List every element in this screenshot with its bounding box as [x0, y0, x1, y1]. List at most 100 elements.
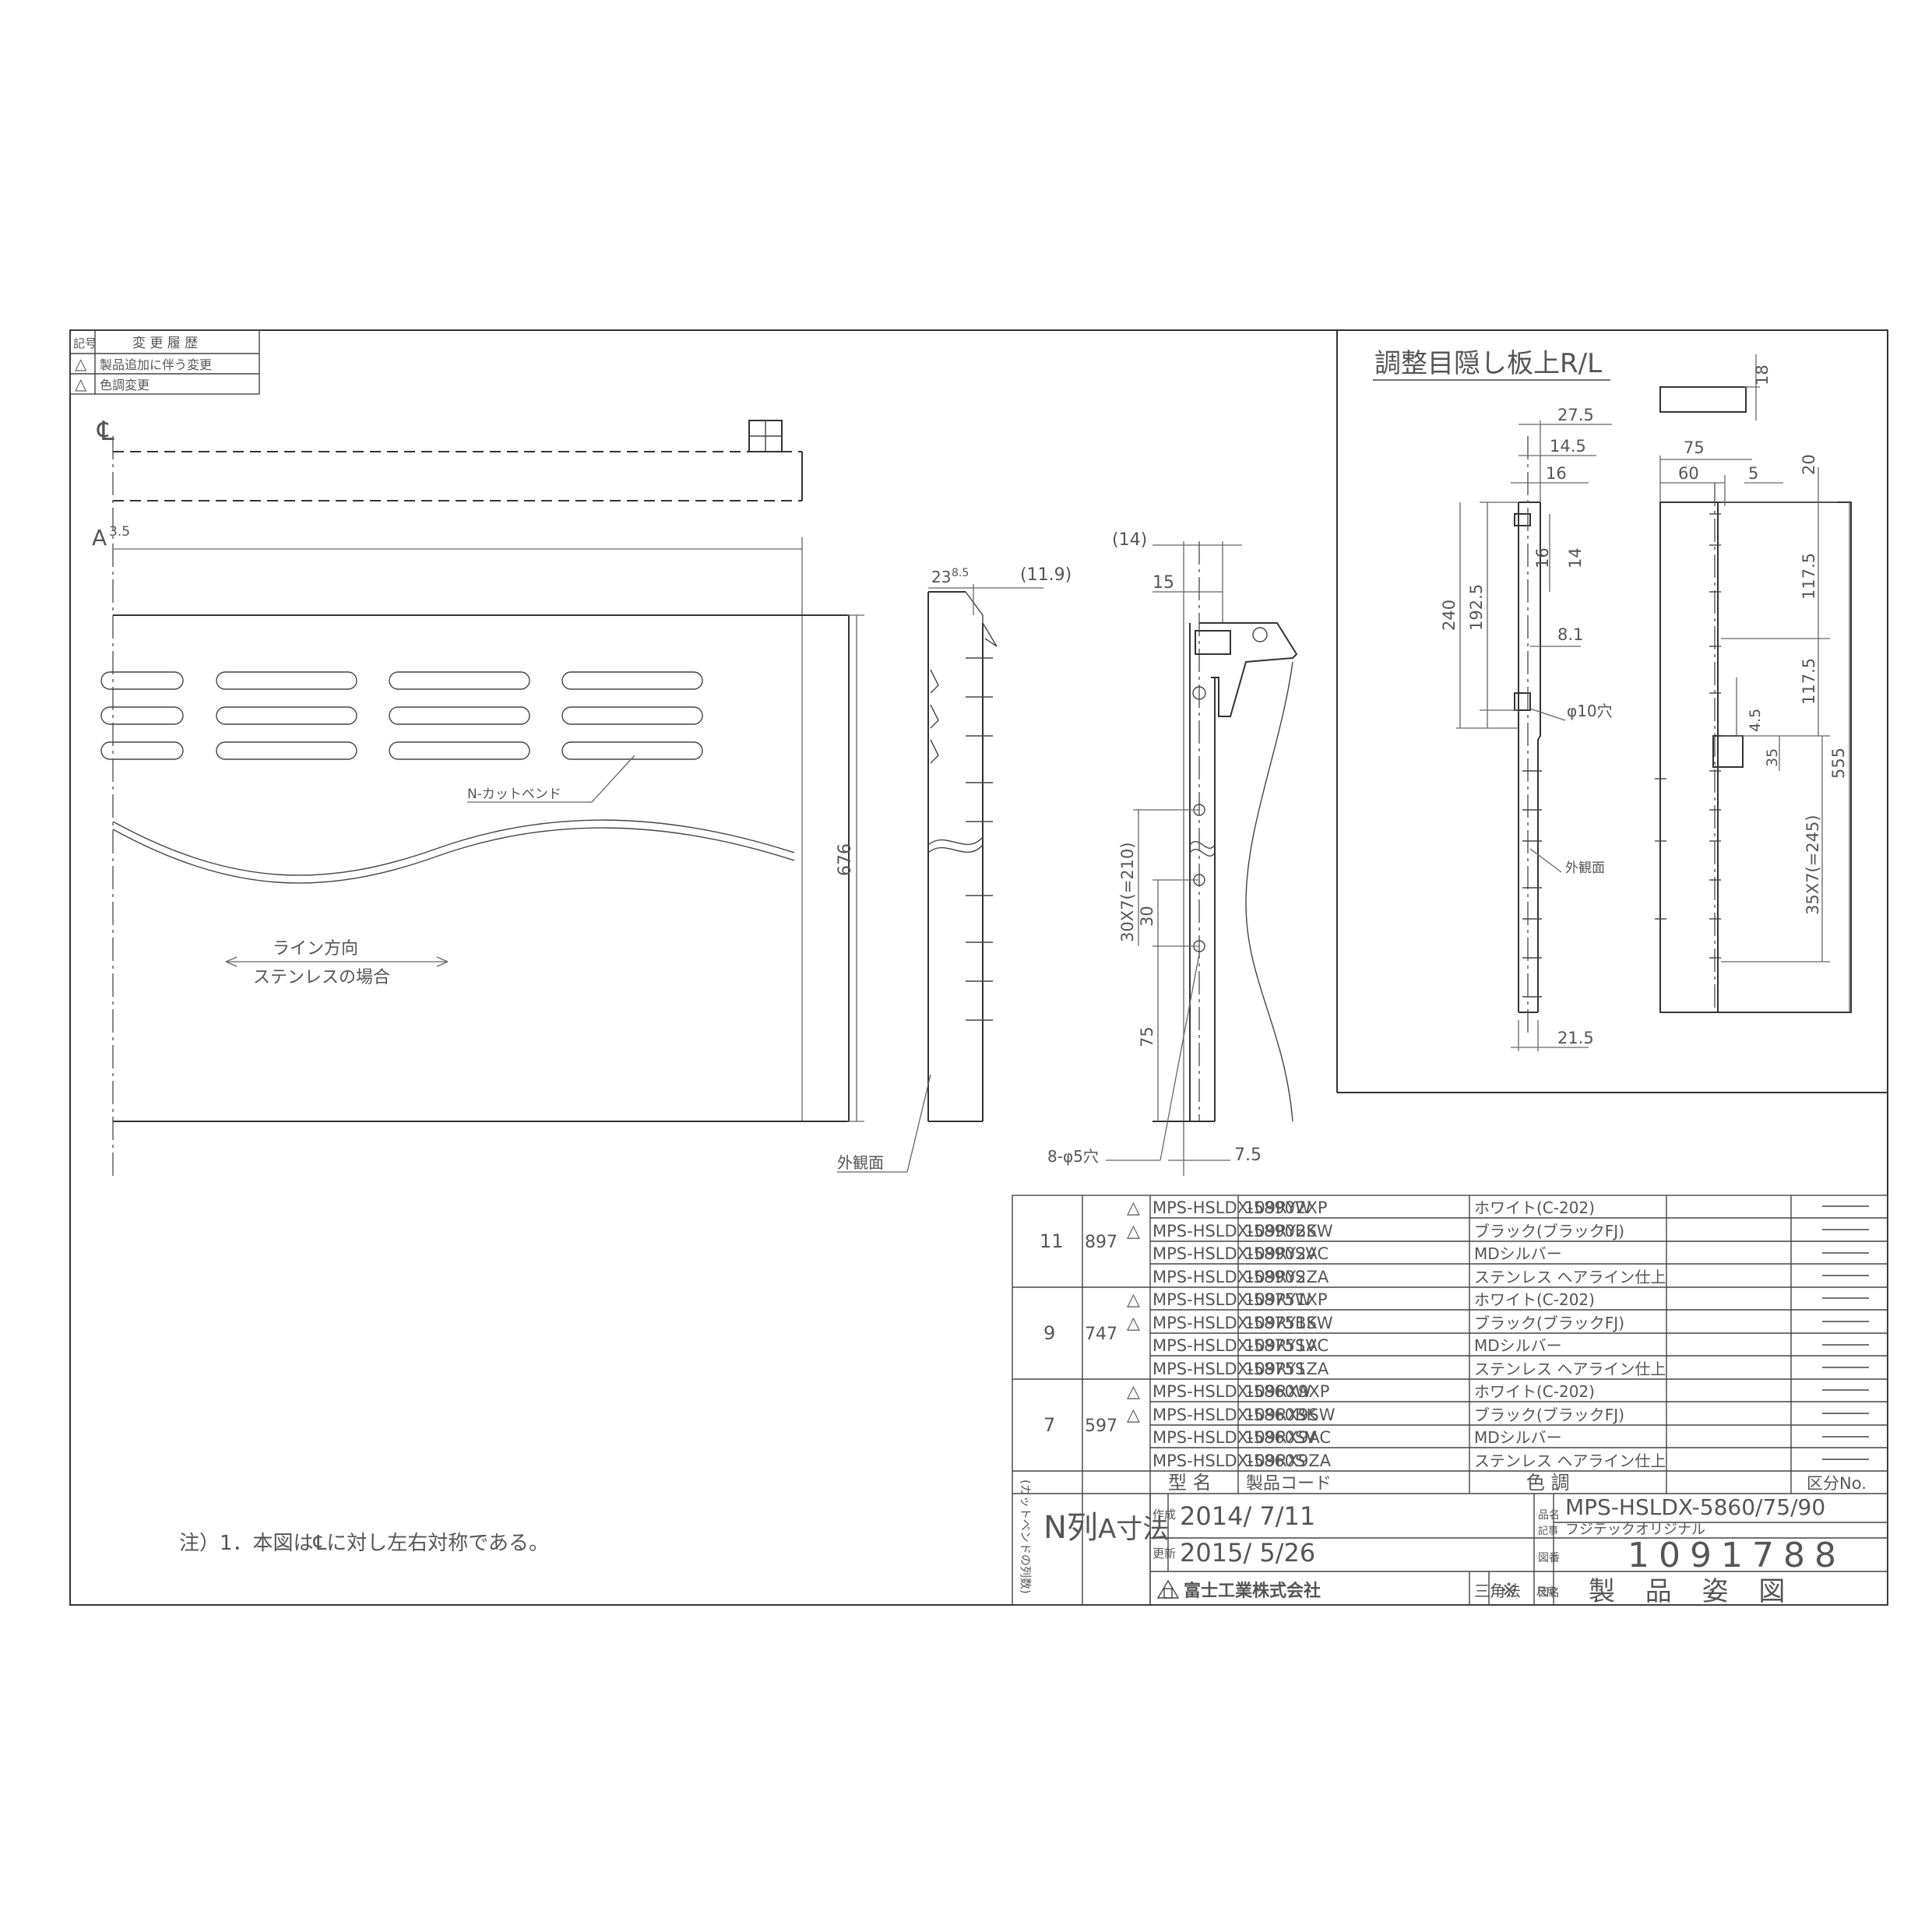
g2-r4-code: 109RY1ZA — [1244, 1360, 1329, 1378]
a-dimension-superscript: 3.5 — [109, 524, 130, 540]
model-label: 品名 — [1538, 1509, 1560, 1522]
g2-r4-color: ステンレス ヘアライン仕上 — [1474, 1360, 1666, 1378]
adjust-plate-title: 調整目隠し板上R/L — [1374, 348, 1602, 379]
g2-r3-color: MDシルバー — [1474, 1336, 1562, 1355]
header-color: 色 調 — [1526, 1472, 1570, 1494]
g2-r2-color: ブラック(ブラックFJ) — [1474, 1314, 1624, 1332]
section-view: (14) 15 30X7(=210) 30 75 7.5 8-φ5穴 — [1047, 530, 1298, 1176]
plate-dim-16: 16 — [1546, 464, 1567, 483]
drawing-no-label: 図番 — [1538, 1552, 1560, 1564]
hole-note: 8-φ5穴 — [1047, 1147, 1099, 1166]
updated-date: 2015/ 5/26 — [1180, 1538, 1315, 1568]
slot-note: N-カットベンド — [467, 787, 561, 802]
group-2-a: 747 — [1085, 1325, 1117, 1344]
group-1-a: 897 — [1085, 1233, 1117, 1252]
g1-r2-color: ブラック(ブラックFJ) — [1474, 1222, 1624, 1240]
plate-dim-27-5: 27.5 — [1557, 406, 1594, 424]
parts-table: 11 897 △ MPS-HSLDX-5890W 109RY2XP ホワイト(C… — [1012, 1195, 1888, 1606]
title-model: MPS-HSLDX-5860/75/90 — [1565, 1494, 1825, 1520]
g2-r2-model: MPS-HSLDX-5875BK — [1153, 1314, 1318, 1332]
plate-dim-21-5: 21.5 — [1557, 1029, 1594, 1047]
section-dim-pitch: 30X7(=210) — [1118, 842, 1137, 942]
drawing-name-label: 図名 — [1538, 1587, 1560, 1599]
g1-r1-color: ホワイト(C-202) — [1474, 1198, 1595, 1217]
title-sub: フジテックオリジナル — [1565, 1522, 1705, 1538]
g1-r2-model: MPS-HSLDX-5890BK — [1153, 1222, 1318, 1240]
created-label: 作成 — [1153, 1508, 1176, 1522]
adjust-plate-left: 27.5 14.5 16 16 14 240 192.5 8.1 φ10穴 外観… — [1440, 406, 1613, 1051]
g2-r2-rev: △ — [1127, 1314, 1140, 1333]
revision-header-label: 変 更 履 歴 — [132, 336, 198, 351]
side-dim-top: 23 — [931, 568, 951, 586]
front-height-dimension: 676 — [836, 843, 855, 876]
plate-dim-20: 20 — [1800, 454, 1818, 475]
plate-dim-5: 5 — [1748, 464, 1758, 483]
g3-r4-model: MPS-HSLDX-5860S — [1153, 1452, 1305, 1470]
group-3-a: 597 — [1085, 1416, 1117, 1436]
g1-r1-code: 109RY2XP — [1244, 1198, 1328, 1217]
a-dimension-mark: A — [92, 525, 107, 551]
direction-line-1: ライン方向 — [273, 939, 358, 959]
plate-dim-8-1: 8.1 — [1557, 625, 1583, 644]
side-dim-offset: (11.9) — [1020, 565, 1072, 585]
revision-row-2-text: 色調変更 — [100, 378, 150, 392]
scale-value: ※ — [1501, 1579, 1517, 1601]
n-column-label: N列 — [1043, 1510, 1098, 1546]
g1-r4-model: MPS-HSLDX-5890S — [1153, 1268, 1305, 1286]
g3-r3-model: MPS-HSLDX-5860SV — [1153, 1428, 1317, 1447]
plate-dim-18: 18 — [1753, 364, 1772, 385]
sheet-frame — [69, 329, 1888, 1606]
centerline-mark: ℄ — [97, 416, 114, 447]
g3-r3-code: 109RX9AC — [1244, 1428, 1331, 1447]
updated-label: 更新 — [1153, 1547, 1176, 1561]
plate-dim-14-5: 14.5 — [1550, 437, 1586, 456]
section-dim-7-5: 7.5 — [1234, 1145, 1262, 1165]
revision-row-2-symbol: △ — [75, 375, 87, 393]
front-view: ℄ A 3.5 676 N-カットベンド — [92, 416, 864, 1176]
exterior-label: 外観面 — [837, 1153, 884, 1172]
g3-r2-color: ブラック(ブラックFJ) — [1474, 1406, 1624, 1424]
cut-bend-slots — [100, 671, 703, 760]
g2-r3-code: 109RY1AC — [1244, 1336, 1328, 1355]
plate-dim-192-5: 192.5 — [1467, 584, 1486, 631]
company-name: 富士工業株式会社 — [1184, 1581, 1321, 1601]
section-dim-30: 30 — [1138, 906, 1156, 927]
g2-r1-color: ホワイト(C-202) — [1474, 1290, 1595, 1309]
side-view: 23 8.5 (11.9) 外観面 — [837, 565, 1072, 1173]
g2-r3-model: MPS-HSLDX-5875SV — [1153, 1336, 1317, 1355]
adjust-plate-right: 18 — [1655, 354, 1852, 1013]
plate-dim-117-5-b: 117.5 — [1800, 658, 1818, 705]
plate-dim-35: 35 — [1764, 748, 1781, 767]
g2-r1-model: MPS-HSLDX-5875W — [1153, 1290, 1311, 1309]
section-dim-75: 75 — [1138, 1026, 1156, 1047]
plate-dim-60: 60 — [1678, 464, 1699, 483]
g3-r2-rev: △ — [1127, 1406, 1140, 1425]
n-column-note: (カットベンドの列数) — [1019, 1480, 1033, 1594]
group-2-n: 9 — [1043, 1322, 1055, 1344]
revision-row-1-symbol: △ — [75, 354, 87, 373]
g2-r1-rev: △ — [1127, 1290, 1140, 1310]
g3-r2-code: 109RX9SW — [1244, 1406, 1336, 1424]
plate-dim-pitch: 35X7(=245) — [1804, 815, 1822, 915]
g1-r3-code: 109RY2AC — [1244, 1244, 1328, 1263]
g2-r1-code: 109RY1XP — [1244, 1290, 1328, 1309]
g1-r4-code: 109RY2ZA — [1244, 1268, 1329, 1286]
g1-r1-rev: △ — [1127, 1198, 1140, 1218]
g1-r2-code: 109RY2SW — [1244, 1222, 1333, 1240]
g3-r4-color: ステンレス ヘアライン仕上 — [1474, 1452, 1666, 1470]
header-code: 製品コード — [1246, 1474, 1332, 1494]
g1-r4-color: ステンレス ヘアライン仕上 — [1474, 1268, 1666, 1286]
g3-r4-code: 109RX9ZA — [1244, 1452, 1332, 1470]
created-date: 2014/ 7/11 — [1180, 1501, 1315, 1531]
adjust-plate-box: 調整目隠し板上R/L — [1336, 330, 1888, 1093]
plate-dim-75: 75 — [1684, 438, 1705, 457]
g3-r1-rev: △ — [1127, 1382, 1140, 1402]
g2-r4-model: MPS-HSLDX-5875S — [1153, 1360, 1305, 1378]
g1-r1-model: MPS-HSLDX-5890W — [1153, 1198, 1311, 1217]
revision-header-symbol: 記号 — [73, 336, 97, 350]
sub-label: 記事 — [1538, 1525, 1558, 1537]
title-block: N列 (カットベンドの列数) A寸法 作成 2014/ 7/11 更新 2015… — [1019, 1480, 1888, 1607]
g3-r1-code: 109RX9XP — [1244, 1382, 1329, 1401]
g3-r2-model: MPS-HSLDX-5860BK — [1153, 1406, 1318, 1424]
